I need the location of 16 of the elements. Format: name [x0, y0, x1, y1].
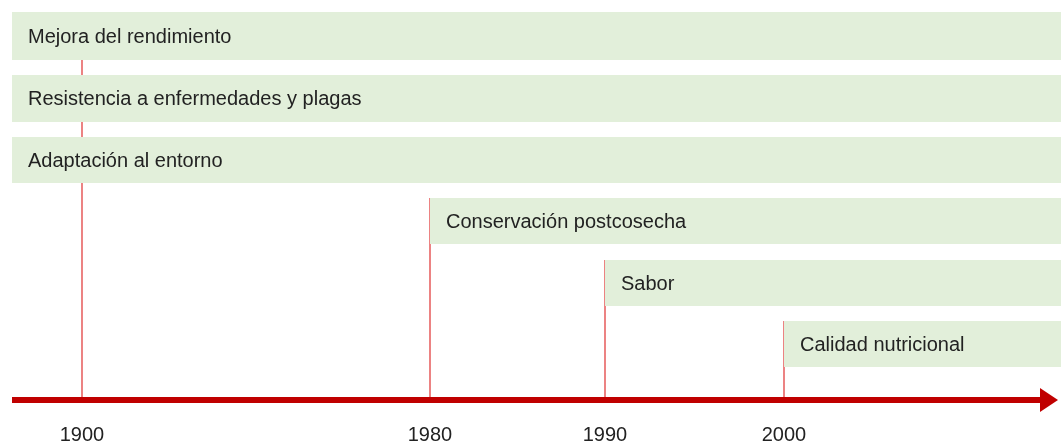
bar-label: Adaptación al entorno — [28, 148, 223, 172]
timeline-bar — [12, 75, 1061, 122]
year-label: 1900 — [58, 423, 106, 446]
timeline-bar — [12, 137, 1061, 183]
timeline-bar — [430, 198, 1061, 244]
bar-label: Resistencia a enfermedades y plagas — [28, 87, 362, 110]
bar-label: Calidad nutricional — [800, 332, 965, 356]
year-label: 1990 — [581, 423, 629, 446]
bar-label: Mejora del rendimiento — [28, 24, 232, 48]
timeline-bar — [12, 12, 1061, 60]
year-label: 2000 — [760, 423, 808, 446]
bar-label: Sabor — [621, 271, 675, 295]
timeline-bar — [605, 260, 1061, 306]
bar-label: Conservación postcosecha — [446, 209, 687, 233]
timeline-bar — [784, 321, 1061, 367]
year-label: 1980 — [406, 423, 454, 446]
